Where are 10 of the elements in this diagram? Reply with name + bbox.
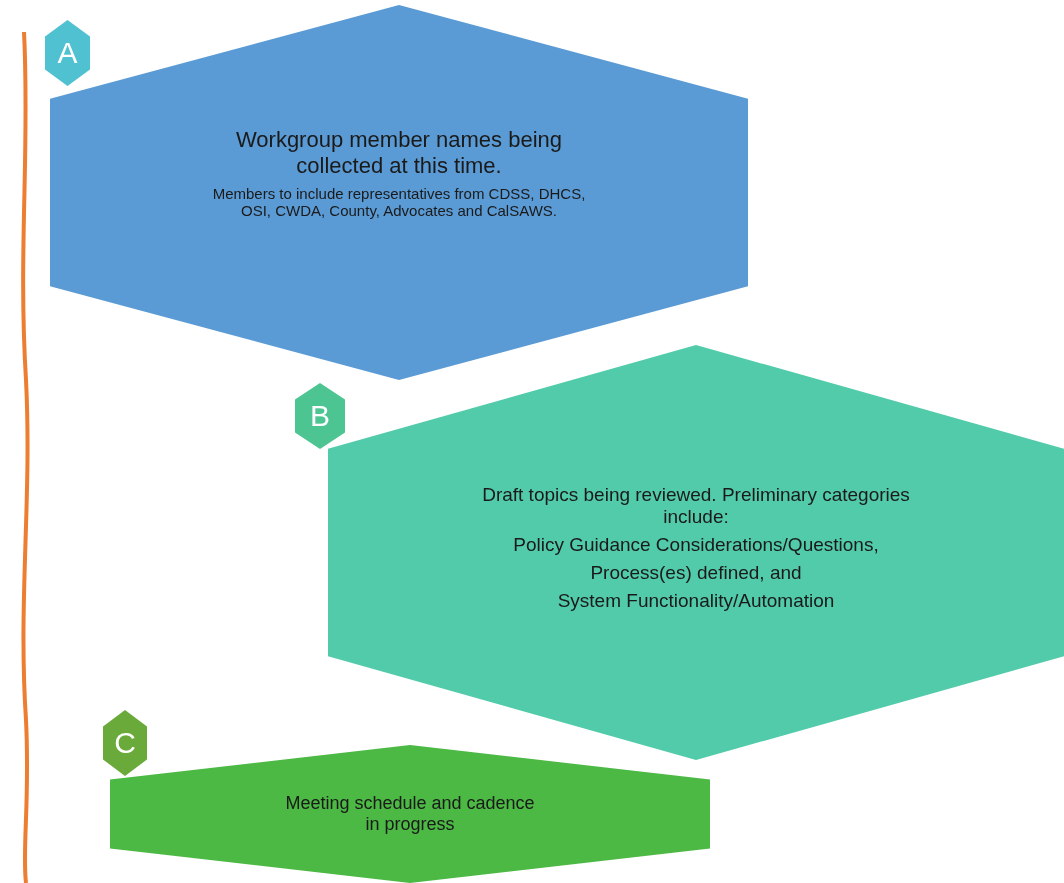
heading-text: Workgroup member names being collected at this time. <box>234 126 564 179</box>
body-text: Policy Guidance Considerations/Questions, <box>513 533 879 556</box>
letter-badge: A <box>45 20 90 86</box>
body-text: System Functionality/Automation <box>557 589 835 612</box>
heading-text: Meeting schedule and cadence in progress <box>284 793 536 835</box>
heading-text: Draft topics being reviewed. Preliminary categories include: <box>481 483 911 528</box>
body-text: Members to include representatives from CDSS, DHCS, OSI, CWDA, County, Advocates and CalSAWS. <box>211 184 587 219</box>
body-text: Process(es) defined, and <box>590 561 802 584</box>
letter-badge: B <box>295 383 345 449</box>
letter-badge: C <box>103 710 147 776</box>
